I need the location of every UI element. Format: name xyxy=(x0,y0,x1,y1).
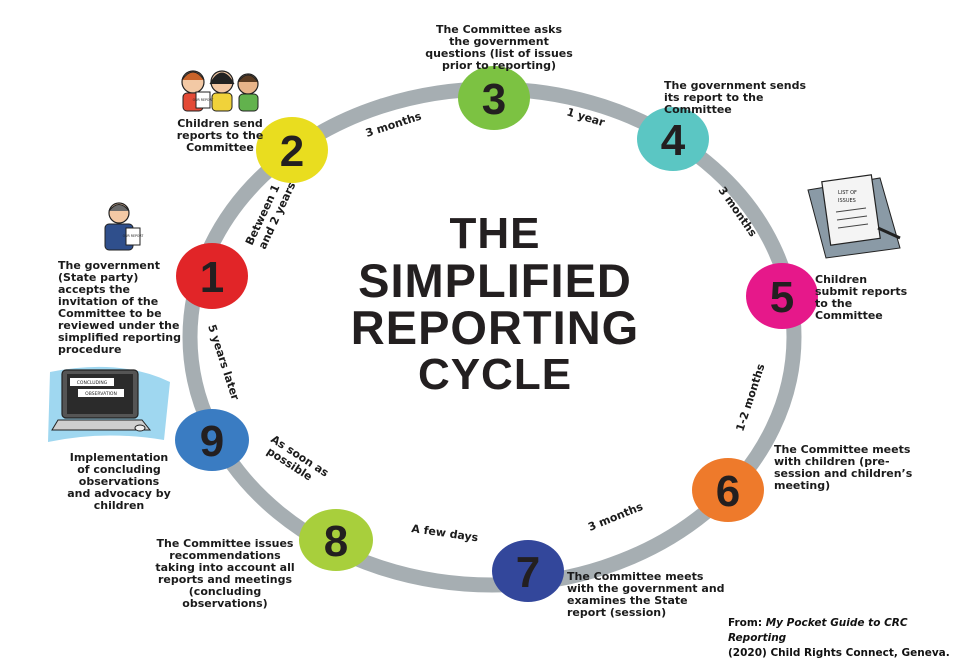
title-line-2: SIMPLIFIED xyxy=(358,254,632,307)
step-3-marker: 3 xyxy=(458,66,530,130)
title-line-4: CYCLE xyxy=(417,350,573,399)
step-9-number: 9 xyxy=(200,417,224,466)
step-1-description: The government (State party) accepts the… xyxy=(58,259,181,356)
step-8-marker: 8 xyxy=(299,509,373,571)
step-9-marker: 9 xyxy=(175,409,249,471)
step-7-description: The Committee meets with the government … xyxy=(567,570,725,619)
step-7-circle xyxy=(492,540,564,602)
step-6-description: The Committee meets with children (pre-s… xyxy=(774,443,913,492)
step-4-circle xyxy=(637,107,709,171)
step-9-circle xyxy=(175,409,249,471)
list-of-issues-illustration: LIST OF ISSUES xyxy=(807,174,901,259)
interval-5-6: 1-2 months xyxy=(733,362,767,433)
step-3-description: The Committee asks the government questi… xyxy=(425,23,573,72)
step-8-number: 8 xyxy=(324,517,348,566)
children-illustration: OUR REPORT xyxy=(181,70,259,112)
step-8-circle xyxy=(299,509,373,571)
title-line-1: THE xyxy=(449,209,541,258)
screen-text-b: OBSERVATION xyxy=(85,391,117,397)
step-7-number: 7 xyxy=(516,548,540,597)
step-9-description: Implementation of concluding observation… xyxy=(67,451,171,512)
interval-7-8: A few days xyxy=(411,522,480,544)
step-4-description: The government sends its report to the C… xyxy=(664,79,807,116)
step-4-marker: 4 xyxy=(637,107,709,171)
interval-9-1: 5 years later xyxy=(205,323,242,402)
step-2-marker: 2 xyxy=(256,117,328,183)
diagram-title: THE SIMPLIFIED REPORTING CYCLE xyxy=(330,210,660,398)
children-sign-text: OUR REPORT xyxy=(193,98,214,102)
issues-text-a: LIST OF xyxy=(838,190,857,196)
step-4-number: 4 xyxy=(661,116,686,165)
step-6-circle xyxy=(692,458,764,522)
step-2-circle xyxy=(256,117,328,183)
step-1-marker: 1 xyxy=(176,243,248,309)
step-1-circle xyxy=(176,243,248,309)
source-book-title: My Pocket Guide to CRC Reporting xyxy=(728,617,908,644)
step-3-number: 3 xyxy=(482,75,506,124)
step-3-circle xyxy=(458,66,530,130)
computer-illustration: CONCLUDING OBSERVATION xyxy=(48,366,170,442)
step-1-number: 1 xyxy=(200,253,224,302)
step-5-marker: 5 xyxy=(746,263,818,329)
screen-text-a: CONCLUDING xyxy=(77,380,108,386)
step-circles: 1 2 3 4 5 6 7 8 9 xyxy=(175,66,818,602)
step-5-circle xyxy=(746,263,818,329)
step-6-marker: 6 xyxy=(692,458,764,522)
step-6-number: 6 xyxy=(716,467,740,516)
step-5-description: Children submit reports to the Committee xyxy=(815,273,908,322)
step-2-number: 2 xyxy=(280,127,304,176)
step-5-number: 5 xyxy=(770,273,794,322)
issues-text-b: ISSUES xyxy=(838,198,856,204)
source-citation: From: My Pocket Guide to CRC Reporting (… xyxy=(728,616,965,661)
source-line-2: (2020) Child Rights Connect, Geneva. xyxy=(728,647,950,659)
government-illustration: OUR REPORT xyxy=(104,202,144,251)
government-sign-text: OUR REPORT xyxy=(123,234,144,238)
title-line-3: REPORTING xyxy=(350,301,640,354)
interval-6-7: 3 months xyxy=(586,500,645,534)
source-prefix: From: xyxy=(728,617,766,629)
step-8-description: The Committee issues recommendations tak… xyxy=(155,537,295,610)
step-7-marker: 7 xyxy=(492,540,564,602)
step-2-description: Children send reports to the Committee xyxy=(176,117,264,154)
